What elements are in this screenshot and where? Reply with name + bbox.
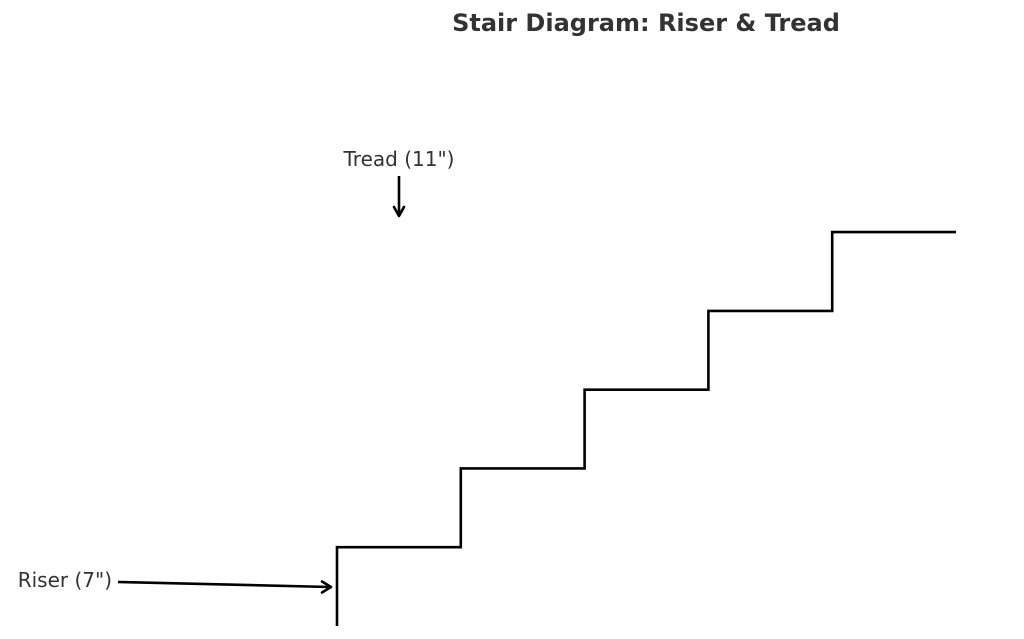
diagram-title: Stair Diagram: Riser & Tread	[452, 9, 840, 37]
riser-label: Riser (7")	[18, 568, 112, 592]
stair-profile	[335, 230, 956, 626]
tread-label: Tread (11")	[343, 147, 455, 171]
riser-arrow	[117, 580, 333, 594]
tread-arrow	[392, 176, 406, 218]
